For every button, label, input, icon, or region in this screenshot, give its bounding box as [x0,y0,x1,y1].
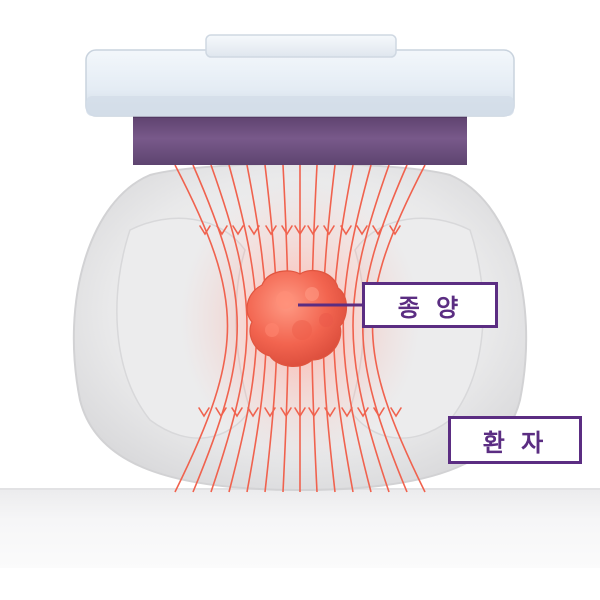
tumor-label: 종 양 [362,282,498,328]
coil-housing [133,112,467,165]
device-cap [205,34,397,58]
field-line-arrows [198,225,402,418]
patient-label: 환 자 [448,416,582,464]
tumor-mass [246,269,348,367]
floor-surface [0,488,600,568]
